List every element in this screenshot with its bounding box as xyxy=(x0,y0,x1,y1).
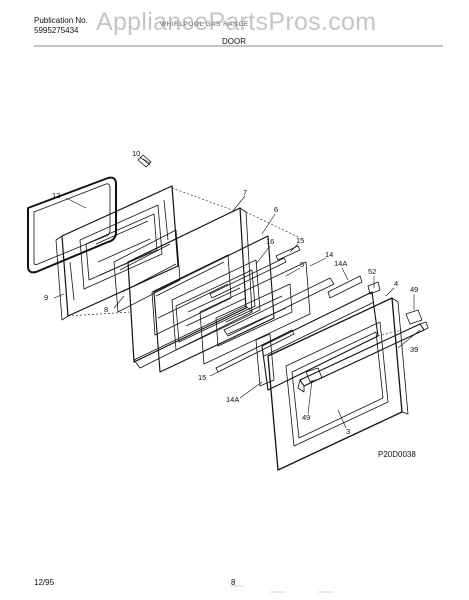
part-15-channel-top xyxy=(275,245,301,261)
part-39-handle xyxy=(297,321,429,393)
callout-39: 39 xyxy=(410,345,418,354)
part-3-outer-door xyxy=(267,297,409,471)
callout-9: 9 xyxy=(44,293,48,302)
callout-49-bottom: 49 xyxy=(302,413,310,422)
callout-14: 14 xyxy=(325,250,333,259)
part-6-glass-pack xyxy=(153,235,275,373)
callout-3: 3 xyxy=(346,427,350,436)
callout-16: 16 xyxy=(266,237,274,246)
callout-15-bottom: 15 xyxy=(198,373,206,382)
footer-date: 12/95 xyxy=(34,578,55,587)
section-title: DOOR xyxy=(222,37,246,46)
part-49-cap-left xyxy=(305,367,323,383)
part-14a-trim-right xyxy=(327,275,363,299)
part-9-door-frame xyxy=(55,185,179,321)
callout-14a-top: 14A xyxy=(334,259,347,268)
part-14a-trim-left xyxy=(255,333,275,387)
callout-4: 4 xyxy=(394,279,398,288)
part-52-bracket xyxy=(367,281,381,295)
part-15-channel-bottom xyxy=(215,329,295,373)
watermark: AppliancePartsPros.com xyxy=(96,8,377,36)
part-16-retainer xyxy=(209,257,287,299)
callout-labels: 10 12 7 6 16 15 14 5 14A 52 4 49 9 8 15 … xyxy=(44,149,418,436)
callout-15-top: 15 xyxy=(296,236,304,245)
leader-lines xyxy=(53,158,421,429)
drawing-id: P20D0038 xyxy=(378,450,416,459)
callout-5: 5 xyxy=(300,260,304,269)
callout-12: 12 xyxy=(52,191,60,200)
footer-page-number: 8 xyxy=(231,578,236,587)
part-14-trim xyxy=(223,277,335,337)
part-12-gasket xyxy=(27,176,117,274)
publication-label: Publication No. xyxy=(34,16,88,25)
callout-8: 8 xyxy=(104,305,108,314)
callout-14a-bottom: 14A xyxy=(226,395,239,404)
callout-7: 7 xyxy=(243,188,247,197)
callout-6: 6 xyxy=(274,205,278,214)
callout-10: 10 xyxy=(132,149,140,158)
publication-number: 5995275434 xyxy=(34,26,79,35)
part-5-inner-glass xyxy=(199,261,311,365)
part-49-cap-right xyxy=(405,309,423,325)
model-line: WHIRLPOOL GAS RANGE xyxy=(160,21,249,28)
callout-49-top: 49 xyxy=(410,285,418,294)
callout-52: 52 xyxy=(368,267,376,276)
part-10-screw xyxy=(137,154,152,168)
